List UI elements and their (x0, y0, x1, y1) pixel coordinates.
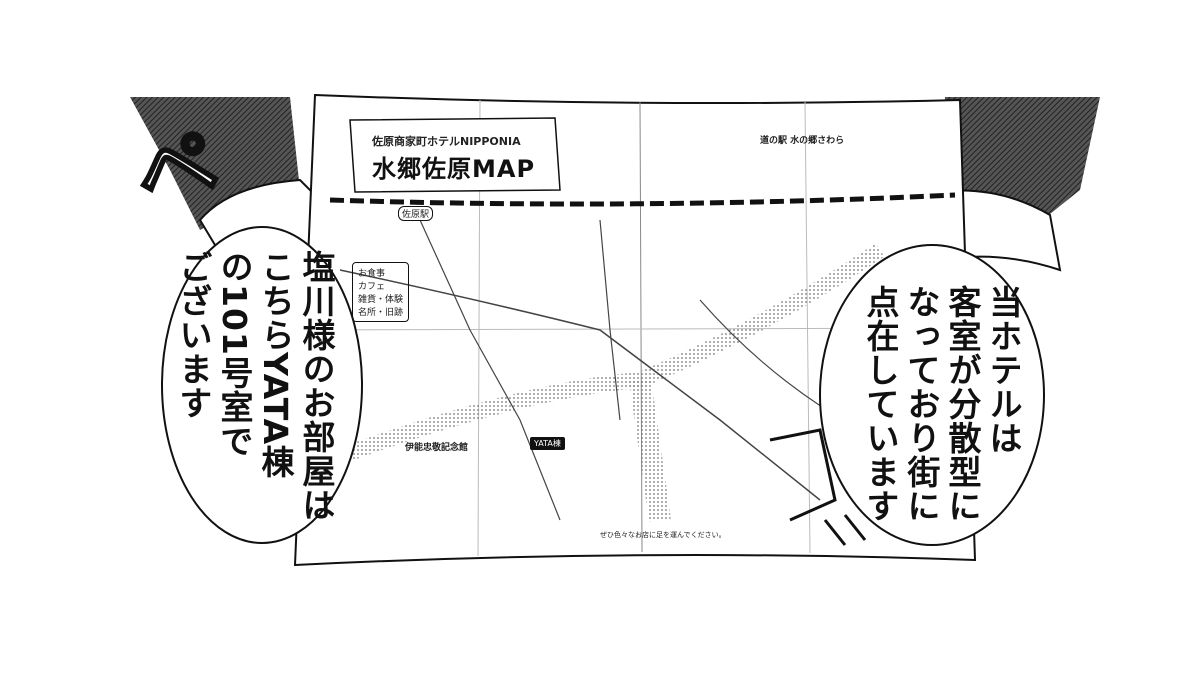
map-footnote: ぜひ色々なお店に足を運んでください。 (600, 531, 726, 539)
speech-left-line-4: ございます (174, 250, 213, 420)
speech-right-text: 当ホテルは 客室が分散型に なっており街に 点在しています (860, 285, 1024, 545)
map-subtitle: 佐原商家町ホテルNIPPONIA (372, 135, 521, 148)
map-title: 水郷佐原MAP (372, 155, 536, 183)
legend-cafe: カフェ (358, 282, 386, 292)
station-label: 佐原駅 (398, 206, 434, 221)
map-paper (293, 93, 977, 567)
map-title-block: 佐原商家町ホテルNIPPONIA 水郷佐原MAP (372, 133, 535, 184)
legend-sights: 名所・旧跡 (358, 308, 404, 318)
legend-food: お食事 (358, 269, 386, 279)
speech-right-line-4: 点在しています (861, 285, 900, 523)
speech-bubble-left (161, 226, 363, 544)
speech-left-line-2: こちらYATA棟 (256, 250, 295, 480)
map-legend: お食事 カフェ 雑貨・体験 名所・旧跡 (352, 262, 410, 322)
speech-left-text: 塩川様のお部屋は こちらYATA棟 の101号室で ございます (173, 250, 337, 530)
roadside-station-label: 道の駅 水の郷さわら (760, 136, 845, 146)
sfx-swoosh (769, 428, 837, 522)
yata-building-label: YATA棟 (530, 437, 565, 450)
legend-goods: 雑貨・体験 (358, 295, 404, 305)
speech-left-line-3: の101号室で (215, 250, 254, 458)
speech-right-line-3: なっており街に (902, 285, 941, 523)
museum-label: 伊能忠敬記念館 (405, 443, 469, 453)
speech-left-line-1: 塩川様のお部屋は (297, 250, 336, 522)
speech-right-line-2: 客室が分散型に (943, 285, 982, 523)
speech-right-line-1: 当ホテルは (984, 285, 1023, 455)
speech-bubble-right (819, 244, 1045, 546)
